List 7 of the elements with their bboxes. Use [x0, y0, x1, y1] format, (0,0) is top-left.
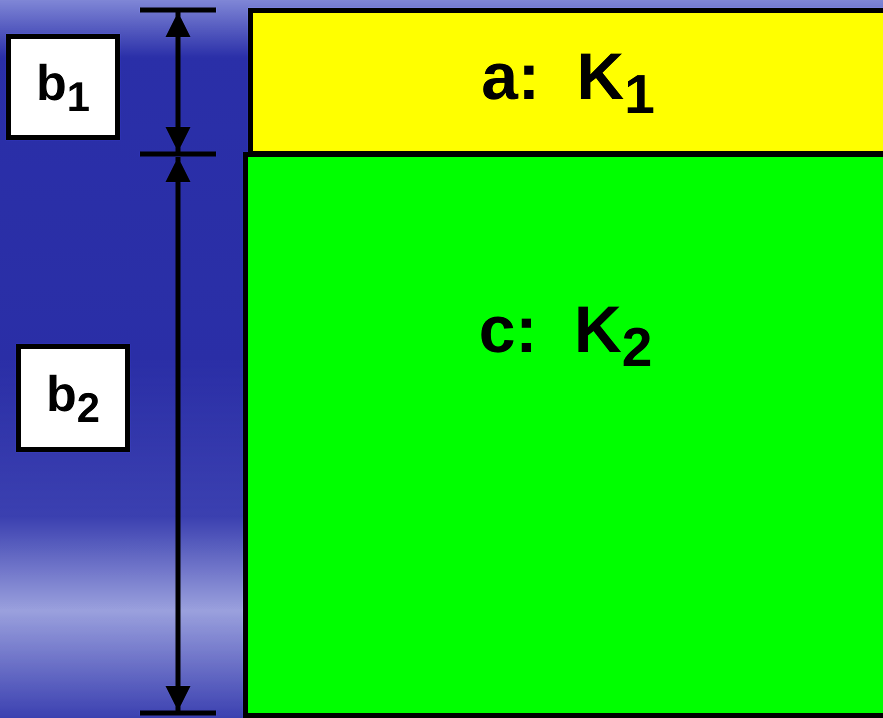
layer-label: a: K$_{1}$: [481, 38, 655, 126]
layer-label: c: K$_{2}$: [478, 290, 652, 380]
layer-label: b$_{2}$: [46, 364, 100, 432]
dimension-label-box: [6, 34, 120, 140]
layer-box: [243, 152, 883, 718]
layer-label: b$_{1}$: [36, 54, 90, 120]
dimension-label-box: [16, 344, 130, 452]
